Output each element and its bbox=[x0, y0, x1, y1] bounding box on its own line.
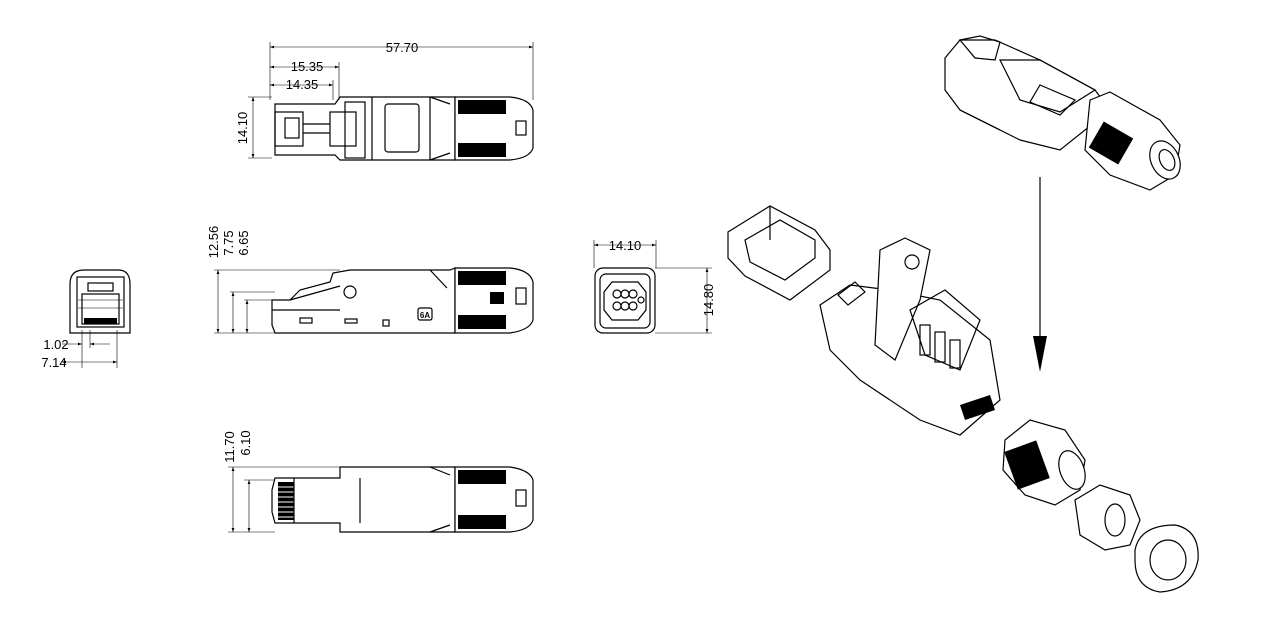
dim-front-d1: 1.02 bbox=[43, 337, 68, 352]
dim-rear-width: 14.10 bbox=[609, 238, 642, 253]
dim-length-b: 14.35 bbox=[286, 77, 319, 92]
front-view bbox=[62, 269, 131, 368]
dim-bottom-h2: 6.10 bbox=[238, 430, 253, 455]
assembled-isometric-view bbox=[944, 35, 1181, 191]
dim-front-d2: 7.14 bbox=[41, 355, 66, 370]
rear-view bbox=[593, 240, 712, 334]
dim-side-h2: 7.75 bbox=[221, 230, 236, 255]
dim-length-a: 15.35 bbox=[291, 59, 324, 74]
dim-top-height: 14.10 bbox=[235, 112, 250, 145]
category-marking: 6A bbox=[420, 311, 430, 320]
exploded-isometric-view bbox=[727, 205, 1199, 593]
dim-side-h3: 6.65 bbox=[236, 230, 251, 255]
dim-side-h1: 12.56 bbox=[206, 226, 221, 259]
bottom-view bbox=[228, 466, 534, 533]
dim-bottom-h1: 11.70 bbox=[222, 431, 237, 463]
top-view bbox=[248, 42, 534, 161]
assembly-arrow bbox=[1033, 177, 1047, 372]
dim-overall-length: 57.70 bbox=[386, 40, 419, 55]
side-view bbox=[214, 267, 534, 334]
dim-rear-height: 14.80 bbox=[701, 284, 716, 317]
